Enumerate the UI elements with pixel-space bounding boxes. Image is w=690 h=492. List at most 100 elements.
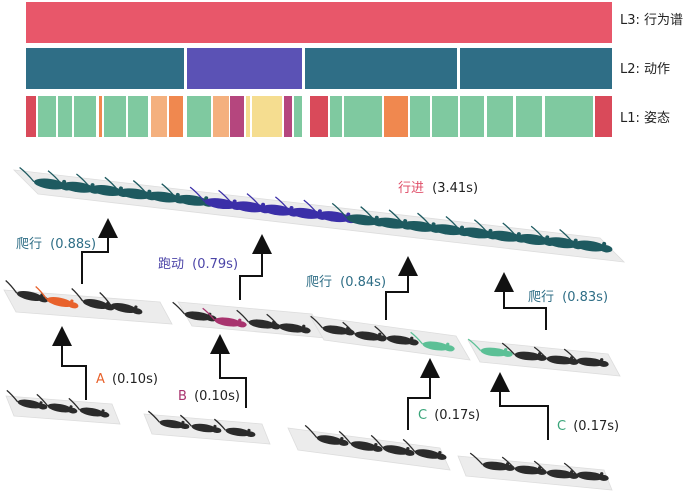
captions: 行进 (3.41s) 爬行 (0.88s) 跑动 (0.79s) 爬行 (0.8… <box>16 181 619 434</box>
crawl3-caption: 爬行 (0.83s) <box>528 290 608 305</box>
l1-segment <box>344 96 382 137</box>
mouse-run <box>202 307 247 328</box>
mouse-crawl2 <box>342 321 387 342</box>
c1-caption: C (0.17s) <box>418 408 480 423</box>
arrows <box>52 218 549 440</box>
crawl3-time: (0.83s) <box>562 290 608 305</box>
mouse-crawl1 <box>99 292 143 315</box>
l1-segment <box>410 96 430 137</box>
c1-time: (0.17s) <box>434 408 480 423</box>
mouse-a <box>6 389 48 410</box>
l2-bar <box>26 48 612 89</box>
mouse-c1 <box>304 424 349 446</box>
mouse-crawl1 <box>35 286 79 309</box>
mouse-crawl3 <box>501 342 547 361</box>
l1-segment <box>38 96 56 137</box>
a-time: (0.10s) <box>112 372 158 387</box>
mouse-b <box>213 418 256 438</box>
mouse-crawl1 <box>5 280 49 303</box>
mouse-run <box>172 301 217 322</box>
crawl2-name: 爬行 <box>306 275 332 290</box>
crawl1-name: 爬行 <box>16 237 42 252</box>
l2-segment <box>305 48 457 89</box>
mouse-a <box>36 393 78 414</box>
l1-segment <box>460 96 484 137</box>
l1-segment <box>169 96 183 137</box>
l1-segment <box>128 96 148 137</box>
run-caption: 跑动 (0.79s) <box>158 257 238 272</box>
l1-segment <box>74 96 96 137</box>
mouse-silhouettes <box>5 166 613 481</box>
l1-segment <box>487 96 513 137</box>
crawl1-time: (0.88s) <box>50 237 96 252</box>
l3-bar <box>26 2 612 43</box>
c2-name: C <box>557 419 566 434</box>
b-time: (0.10s) <box>194 389 240 404</box>
l1-segment <box>310 96 328 137</box>
c1-name: C <box>418 408 427 423</box>
l1-segment <box>151 96 167 137</box>
l1-segment <box>187 96 211 137</box>
arrow-a-to-crawl1 <box>52 326 87 400</box>
l1-bar <box>26 96 612 137</box>
l1-segment <box>330 96 342 137</box>
mouse-run <box>266 313 311 334</box>
l1-segment <box>294 96 302 137</box>
arrow-run-to-walk <box>239 234 272 300</box>
l2-segment <box>26 48 184 89</box>
l1-segment <box>595 96 612 137</box>
l1-segment <box>432 96 458 137</box>
walk-time: (3.41s) <box>432 181 478 196</box>
c2-time: (0.17s) <box>573 419 619 434</box>
mouse-crawl2 <box>374 325 419 346</box>
mouse-walk <box>473 219 528 243</box>
l1-label: L1: 姿态 <box>620 110 670 126</box>
l1-segment <box>213 96 229 137</box>
level-bars: L3: 行为谱 L2: 动作 L1: 姿态 <box>26 2 683 137</box>
l1-segment <box>99 96 102 137</box>
l1-segment <box>545 96 593 137</box>
mouse-crawl2 <box>410 331 455 352</box>
l2-label: L2: 动作 <box>620 62 670 77</box>
l1-segment <box>230 96 244 137</box>
l1-segment <box>58 96 72 137</box>
crawl1-caption: 爬行 (0.88s) <box>16 237 96 252</box>
mouse-c1 <box>402 438 447 460</box>
l2-segment <box>187 48 302 89</box>
mouse-crawl3 <box>563 348 609 367</box>
b-name: B <box>178 389 187 404</box>
arrow-crawl3-to-walk <box>494 272 547 330</box>
walk-caption: 行进 (3.41s) <box>398 181 478 196</box>
arrow-c1-to-crawl2 <box>407 358 440 430</box>
mouse-walk <box>559 228 613 253</box>
run-name: 跑动 <box>158 257 184 272</box>
mouse-c1 <box>338 430 383 452</box>
crawl3-name: 爬行 <box>528 290 554 305</box>
mouse-c2 <box>563 462 609 481</box>
b-caption: B (0.10s) <box>178 389 240 404</box>
l1-segment <box>384 96 408 137</box>
l3-label: L3: 行为谱 <box>620 13 683 28</box>
mouse-c1 <box>370 434 415 456</box>
a-caption: A (0.10s) <box>96 372 158 387</box>
mouse-b <box>147 410 190 430</box>
arrow-b-to-run <box>210 334 247 408</box>
arrow-crawl1-to-walk <box>81 218 118 284</box>
run-time: (0.79s) <box>192 257 238 272</box>
l1-segment <box>284 96 292 137</box>
mouse-a <box>68 397 110 418</box>
l1-segment <box>516 96 542 137</box>
l1-segment <box>246 96 250 137</box>
l1-segment <box>252 96 282 137</box>
l1-segment <box>26 96 36 137</box>
walk-name: 行进 <box>398 181 424 196</box>
mouse-b <box>179 414 222 434</box>
crawl2-caption: 爬行 (0.84s) <box>306 275 386 290</box>
mouse-crawl3 <box>467 338 513 357</box>
arrow-crawl2-to-walk <box>385 256 418 320</box>
l1-segment <box>104 96 126 137</box>
c2-caption: C (0.17s) <box>557 419 619 434</box>
a-name: A <box>96 372 105 387</box>
arrow-c2-to-crawl3 <box>490 372 549 440</box>
